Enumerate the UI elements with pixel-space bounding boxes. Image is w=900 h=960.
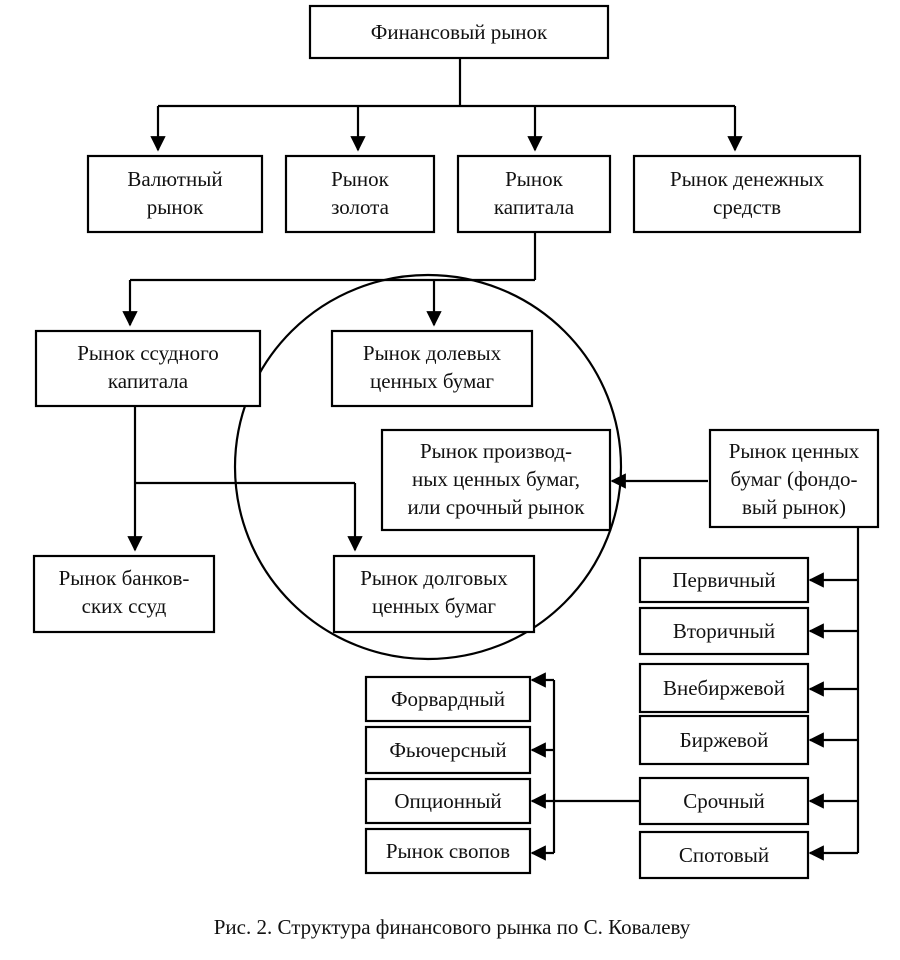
node-label: средств xyxy=(713,195,781,219)
node-label: Рынок долговых xyxy=(360,566,508,590)
node-financial-market: Финансовый рынок xyxy=(308,4,610,60)
node-label: Рынок ценных xyxy=(729,439,860,463)
node-equity-securities-market: Рынок долевых ценных бумаг xyxy=(330,329,534,408)
node-label: Валютный xyxy=(127,167,222,191)
node-swaps: Рынок свопов xyxy=(364,827,532,875)
node-label: рынок xyxy=(147,195,204,219)
node-label: бумаг (фондо- xyxy=(731,467,858,491)
node-label: Рынок долевых xyxy=(363,341,502,365)
node-label: ных ценных бумаг, xyxy=(412,467,580,491)
figure-caption: Рис. 2. Структура финансового рынка по С… xyxy=(214,915,691,939)
node-label: Срочный xyxy=(683,789,765,813)
node-secondary: Вторичный xyxy=(638,606,810,656)
node-capital-market: Рынок капитала xyxy=(456,154,612,234)
node-label: золота xyxy=(331,195,390,219)
node-label: Рынок свопов xyxy=(386,839,510,863)
node-label: Первичный xyxy=(672,568,775,592)
node-label: капитала xyxy=(108,369,189,393)
node-term: Срочный xyxy=(638,776,810,826)
node-label: Рынок xyxy=(505,167,564,191)
node-futures: Фьючерсный xyxy=(364,725,532,775)
node-label: Фьючерсный xyxy=(389,738,506,762)
node-gold-market: Рынок золота xyxy=(284,154,436,234)
node-option: Опционный xyxy=(364,777,532,825)
node-label: Рынок xyxy=(331,167,390,191)
node-label: Опционный xyxy=(394,789,501,813)
node-label: Рынок денежных xyxy=(670,167,824,191)
node-label: Биржевой xyxy=(680,728,769,752)
node-derivatives-market: Рынок производ- ных ценных бумаг, или ср… xyxy=(380,428,612,532)
node-bank-loans-market: Рынок банков- ских ссуд xyxy=(32,554,216,634)
node-securities-market: Рынок ценных бумаг (фондо- вый рынок) xyxy=(708,428,880,529)
node-label: ских ссуд xyxy=(82,594,167,618)
node-label: ценных бумаг xyxy=(372,594,496,618)
connectors xyxy=(122,58,860,861)
node-label: Вторичный xyxy=(673,619,775,643)
node-label: Рынок банков- xyxy=(59,566,190,590)
node-label: Рынок ссудного xyxy=(77,341,219,365)
node-money-market: Рынок денежных средств xyxy=(632,154,862,234)
node-otc: Внебиржевой xyxy=(638,662,810,714)
node-loan-capital-market: Рынок ссудного капитала xyxy=(34,329,262,408)
node-label: Форвардный xyxy=(391,687,505,711)
node-forward: Форвардный xyxy=(364,675,532,723)
node-label: капитала xyxy=(494,195,575,219)
node-primary: Первичный xyxy=(638,556,810,604)
node-spot: Спотовый xyxy=(638,830,810,880)
node-currency-market: Валютный рынок xyxy=(86,154,264,234)
node-label: или срочный рынок xyxy=(408,495,586,519)
node-exchange: Биржевой xyxy=(638,714,810,766)
node-label: Финансовый рынок xyxy=(371,20,548,44)
node-label: вый рынок) xyxy=(742,495,846,519)
node-debt-securities-market: Рынок долговых ценных бумаг xyxy=(332,554,536,634)
securities-group-circle xyxy=(233,273,623,661)
node-label: Спотовый xyxy=(679,843,769,867)
node-label: ценных бумаг xyxy=(370,369,494,393)
node-label: Рынок производ- xyxy=(420,439,572,463)
node-label: Внебиржевой xyxy=(663,676,785,700)
